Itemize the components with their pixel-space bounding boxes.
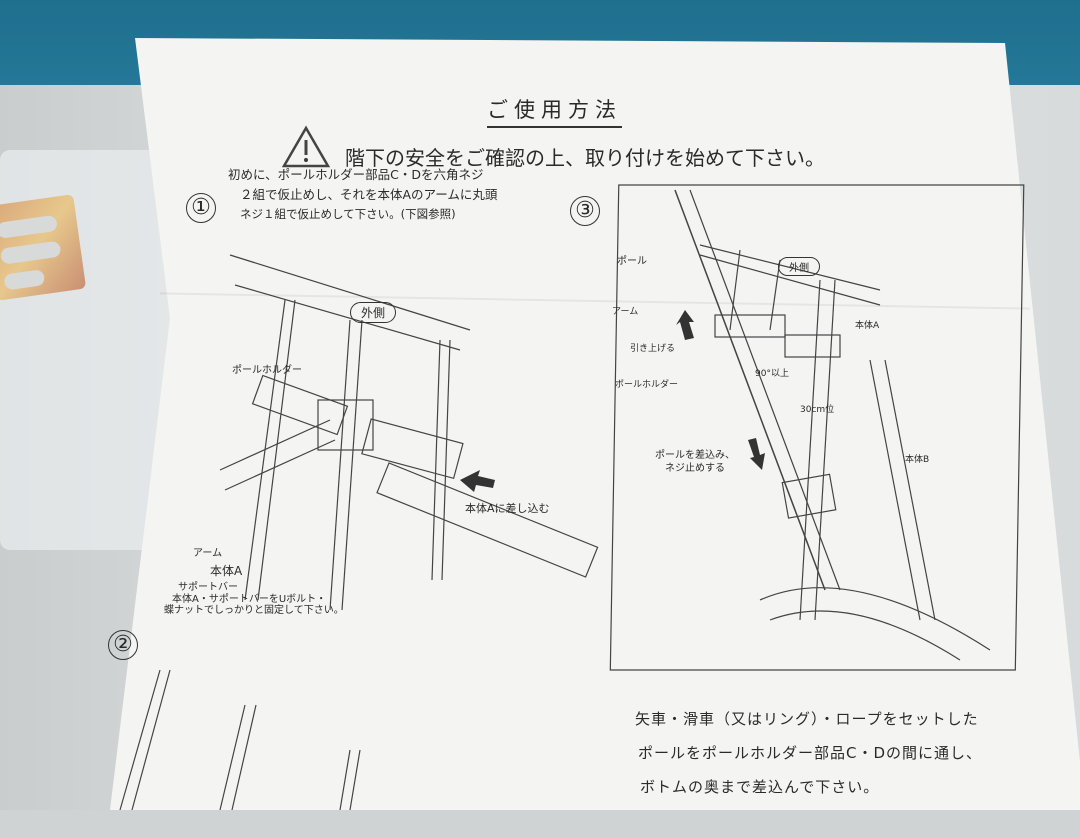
outside-label: 外側 bbox=[350, 302, 397, 323]
step2-diagram bbox=[119, 669, 361, 810]
instruction-sheet bbox=[110, 38, 1080, 810]
arm-label: アーム bbox=[612, 307, 639, 317]
insert-pole-label: ネジ止めする bbox=[665, 463, 725, 474]
insert-pole-label: ポールを差込み、 bbox=[655, 450, 735, 461]
outside-label: 外側 bbox=[778, 257, 820, 276]
step1-number: ① bbox=[186, 193, 216, 223]
pole-holder-label: ポールホルダー bbox=[232, 365, 302, 376]
support-bar-label: サポートバー bbox=[178, 582, 238, 593]
pull-up-label: 引き上げる bbox=[630, 344, 676, 354]
warning-triangle-icon bbox=[281, 125, 331, 168]
angle-label: 90°以上 bbox=[755, 369, 789, 379]
distance-label: 30cm位 bbox=[800, 405, 835, 415]
fix-note: 蝶ナットでしっかりと固定して下さい。 bbox=[164, 605, 344, 616]
warning-text: 階下の安全をご確認の上、取り付けを始めて下さい。 bbox=[345, 146, 825, 170]
page-title: ご使用方法 bbox=[487, 94, 622, 128]
pole-label: ポール bbox=[617, 256, 647, 267]
step3-instruction: ポールをポールホルダー部品C・Dの間に通し、 bbox=[638, 744, 983, 762]
step1-line: 初めに、ポールホルダー部品C・Dを六角ネジ bbox=[228, 167, 484, 182]
insert-label: 本体Aに差し込む bbox=[465, 502, 550, 515]
fix-note: 本体A・サポートバーをUボルト・ bbox=[172, 594, 327, 605]
step3-number: ③ bbox=[570, 196, 600, 226]
body-b-label: 本体B bbox=[905, 455, 930, 465]
arm-label: アーム bbox=[193, 548, 223, 559]
step1-line: ネジ１組で仮止めして下さい。(下図参照) bbox=[240, 207, 456, 221]
step3-diagram bbox=[609, 184, 1025, 671]
step2-number: ② bbox=[108, 630, 138, 660]
body-a-label: 本体A bbox=[855, 321, 880, 331]
body-a-label: 本体A bbox=[210, 564, 243, 578]
step3-instruction: 矢車・滑車（又はリング）・ロープをセットした bbox=[635, 710, 979, 728]
illustrations bbox=[119, 125, 1025, 810]
step1-line: ２組で仮止めし、それを本体Aのアームに丸頭 bbox=[240, 187, 498, 202]
pole-holder-label: ポールホルダー bbox=[615, 380, 679, 390]
step1-diagram bbox=[219, 254, 599, 611]
step3-instruction: ボトムの奥まで差込んで下さい。 bbox=[640, 778, 880, 796]
